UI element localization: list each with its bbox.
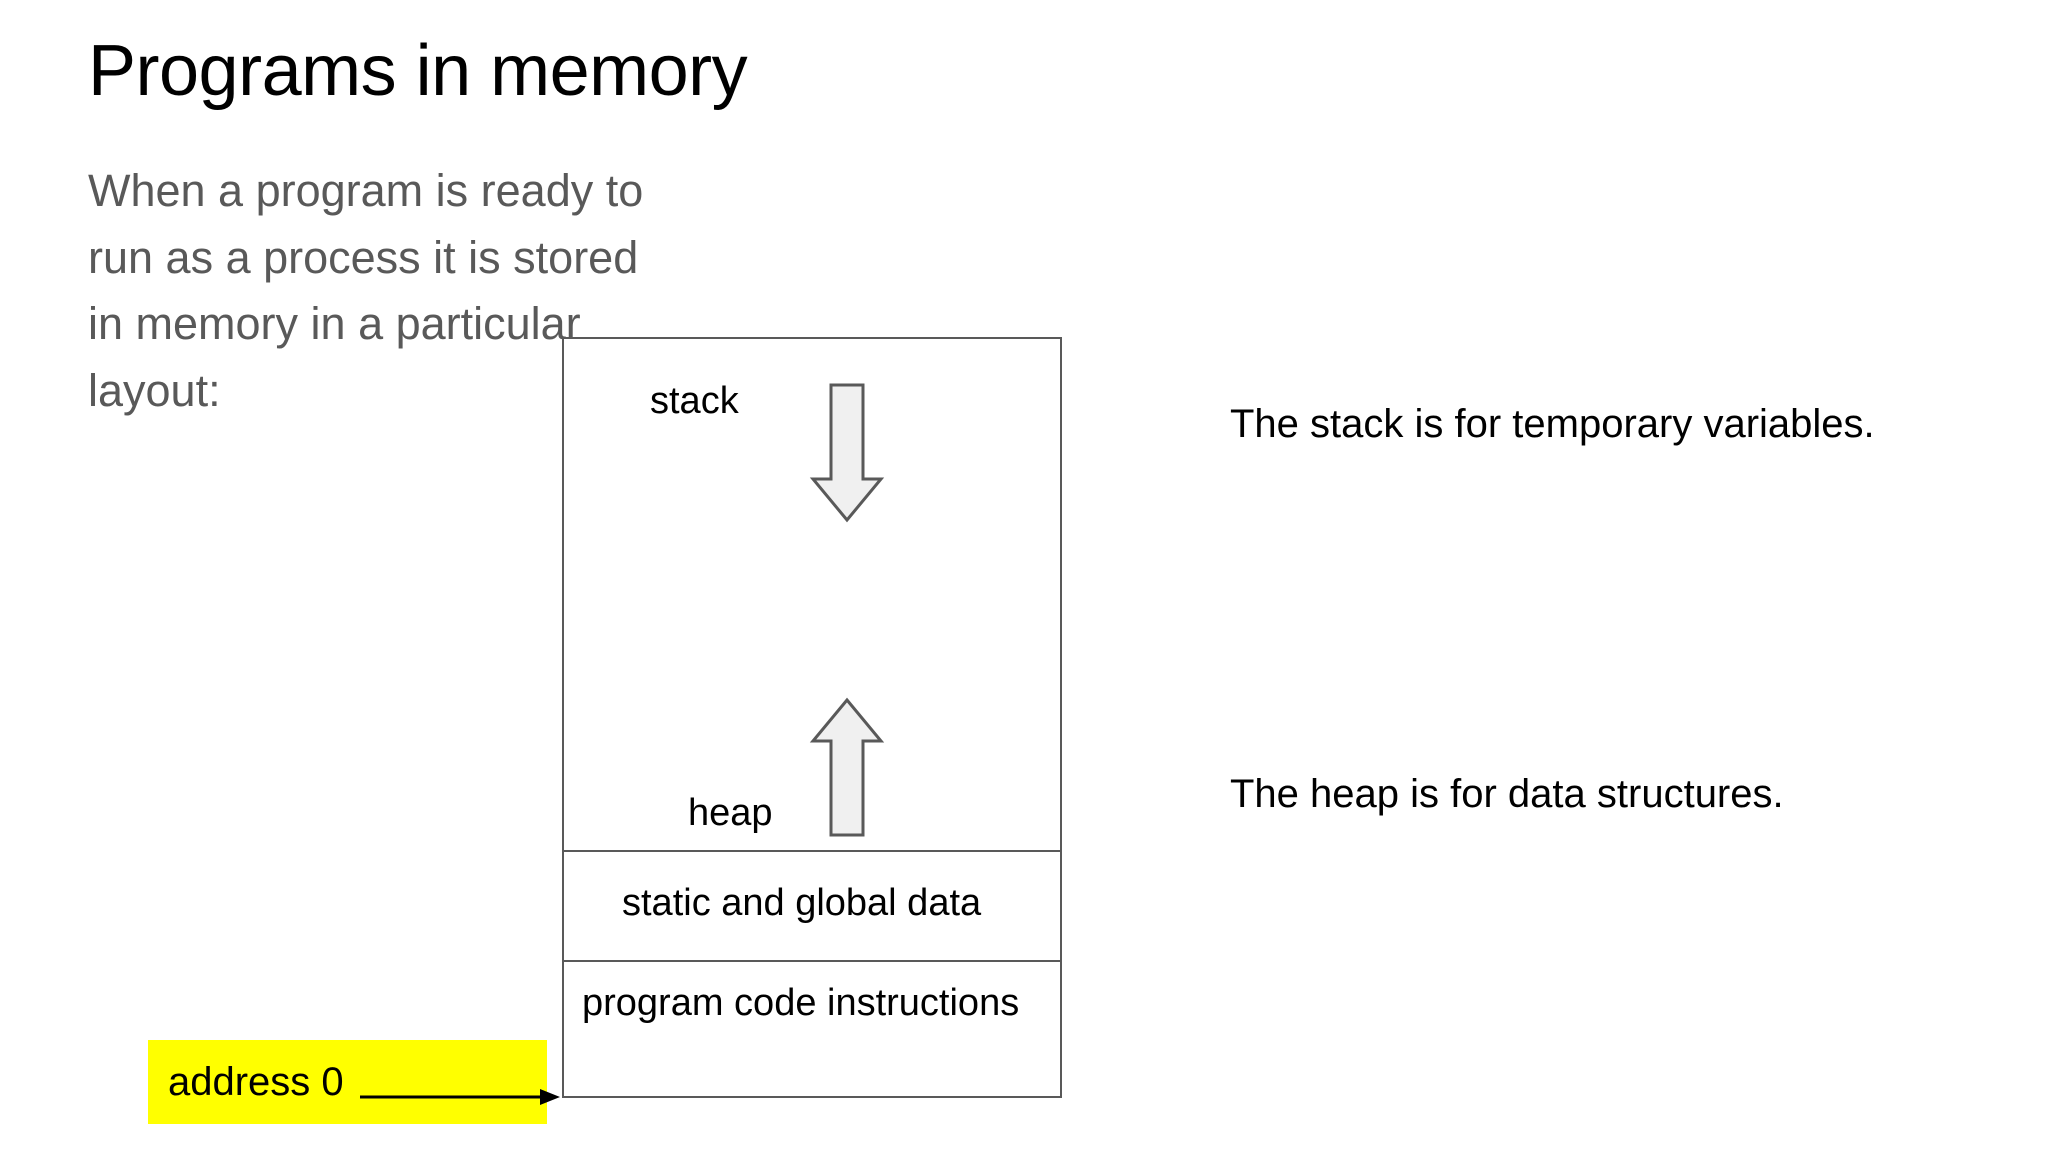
arrow-down-icon [809, 383, 885, 523]
segment-label-stack: stack [650, 380, 739, 422]
segment-label-static-and-global-data: static and global data [622, 882, 982, 924]
divider-static-code [564, 960, 1060, 962]
address-zero-highlight: address 0 [148, 1040, 547, 1124]
arrow-up-icon [809, 697, 885, 837]
annotation-heap-note: The heap is for data structures. [1230, 772, 1784, 816]
address-zero-arrow-icon [360, 1089, 560, 1105]
annotation-stack-note: The stack is for temporary variables. [1230, 402, 1875, 446]
address-zero-label: address 0 [168, 1060, 344, 1104]
memory-layout-diagram: stack heap static and global data progra… [562, 337, 1062, 1098]
divider-heap-static [564, 850, 1060, 852]
body-paragraph: When a program is ready to run as a proc… [88, 165, 644, 416]
page-title: Programs in memory [88, 31, 748, 111]
segment-label-heap: heap [688, 792, 773, 834]
segment-label-program-code-instructions: program code instructions [582, 982, 1020, 1024]
